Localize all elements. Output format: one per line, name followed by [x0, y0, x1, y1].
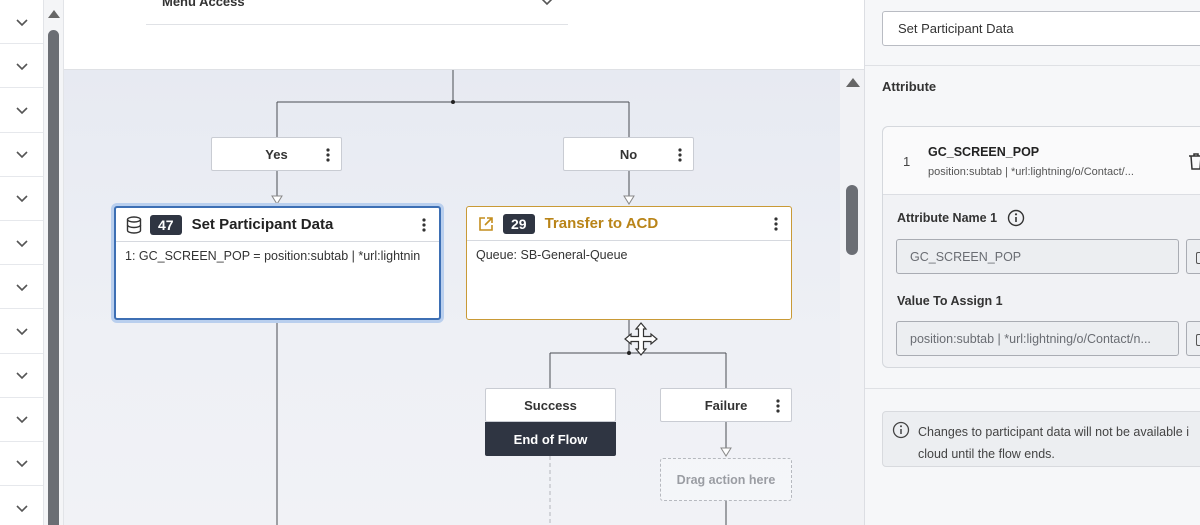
- chevron-down-icon: [15, 328, 28, 336]
- action-title: Set Participant Data: [191, 216, 334, 233]
- scrollbar-thumb[interactable]: [48, 30, 59, 525]
- expression-toggle-button[interactable]: [1186, 321, 1200, 356]
- chevron-down-icon: [15, 372, 28, 380]
- more-options-icon[interactable]: [773, 216, 779, 232]
- drag-action-placeholder[interactable]: Drag action here: [660, 458, 792, 501]
- value-to-assign-input[interactable]: position:subtab | *url:lightning/o/Conta…: [896, 321, 1179, 356]
- left-collapse-column: [0, 0, 44, 525]
- attribute-name-input-value: GC_SCREEN_POP: [910, 249, 1022, 264]
- collapse-row[interactable]: [0, 309, 43, 354]
- info-notice: Changes to participant data will not be …: [882, 411, 1200, 467]
- scroll-up-arrow-icon[interactable]: [48, 10, 60, 18]
- collapse-row[interactable]: [0, 442, 43, 487]
- attribute-summary-row[interactable]: 1 GC_SCREEN_POP position:subtab | *url:l…: [883, 127, 1200, 195]
- attribute-name-input[interactable]: GC_SCREEN_POP: [896, 239, 1179, 274]
- menu-access-label: Menu Access: [162, 0, 245, 9]
- scroll-up-arrow-icon[interactable]: [846, 78, 860, 87]
- attribute-card: 1 GC_SCREEN_POP position:subtab | *url:l…: [882, 126, 1200, 368]
- external-link-icon: [479, 216, 493, 231]
- notice-text: Changes to participant data will not be …: [918, 421, 1200, 465]
- collapse-row[interactable]: [0, 0, 43, 45]
- no-branch-label: No: [619, 146, 638, 162]
- expression-toggle-button[interactable]: [1186, 239, 1200, 274]
- attribute-summary: position:subtab | *url:lightning/o/Conta…: [928, 166, 1134, 178]
- value-to-assign-label: Value To Assign 1: [897, 294, 1003, 308]
- action-title: Transfer to ACD: [544, 215, 659, 232]
- canvas-scrollbar[interactable]: [840, 70, 864, 525]
- failure-path-box[interactable]: Failure: [660, 388, 792, 422]
- collapse-row[interactable]: [0, 133, 43, 177]
- action-name-value: Set Participant Data: [898, 21, 1014, 36]
- yes-branch-label: Yes: [265, 146, 288, 162]
- success-label: Success: [524, 397, 577, 413]
- flow-connectors: [271, 70, 732, 525]
- properties-panel: Set Participant Data Attribute 1 GC_SCRE…: [864, 0, 1200, 525]
- info-icon: [892, 421, 910, 439]
- collapse-row[interactable]: [0, 221, 43, 266]
- chevron-down-icon: [15, 505, 28, 512]
- attribute-name: GC_SCREEN_POP: [928, 145, 1040, 159]
- chevron-down-icon: [15, 416, 28, 424]
- chevron-down-icon: [15, 284, 28, 291]
- action-number-badge: 47: [150, 214, 182, 235]
- chevron-down-icon: [15, 19, 28, 26]
- collapse-row[interactable]: [0, 44, 43, 89]
- action-name-input[interactable]: Set Participant Data: [882, 11, 1200, 46]
- yes-branch-box[interactable]: Yes: [211, 137, 342, 171]
- chevron-down-icon: [15, 195, 28, 203]
- action-number-badge: 29: [503, 213, 535, 234]
- chevron-down-icon[interactable]: [540, 0, 554, 8]
- collapse-row[interactable]: [0, 265, 43, 310]
- card-header: 47 Set Participant Data: [116, 208, 439, 242]
- attribute-section-label: Attribute: [882, 79, 937, 94]
- info-icon[interactable]: [1007, 209, 1025, 227]
- end-of-flow-label: End of Flow: [513, 431, 588, 447]
- more-options-icon[interactable]: [677, 147, 683, 163]
- collapse-row[interactable]: [0, 486, 43, 525]
- chevron-down-icon: [15, 63, 28, 70]
- drag-action-label: Drag action here: [676, 472, 776, 487]
- toolbox-strip: Menu Access: [64, 0, 864, 70]
- no-branch-box[interactable]: No: [563, 137, 694, 171]
- card-header: 29 Transfer to ACD: [467, 207, 791, 241]
- database-icon: [126, 215, 142, 234]
- menu-access-section[interactable]: Menu Access: [146, 0, 568, 25]
- action-summary: 1: GC_SCREEN_POP = position:subtab | *ur…: [125, 249, 421, 263]
- transfer-to-acd-card[interactable]: 29 Transfer to ACD Queue: SB-General-Que…: [466, 206, 792, 320]
- move-cursor-icon: [624, 322, 658, 356]
- success-path-box[interactable]: Success: [485, 388, 616, 422]
- attribute-index: 1: [903, 154, 911, 169]
- chevron-down-icon: [15, 107, 28, 115]
- trash-icon[interactable]: [1188, 152, 1200, 170]
- attribute-name-label: Attribute Name 1: [897, 211, 998, 225]
- end-of-flow-block[interactable]: End of Flow: [485, 422, 616, 456]
- divider: [865, 388, 1200, 389]
- collapse-row[interactable]: [0, 88, 43, 133]
- left-scrollbar[interactable]: [44, 0, 64, 525]
- chevron-down-icon: [15, 239, 28, 247]
- failure-label: Failure: [704, 397, 748, 413]
- set-participant-data-card[interactable]: 47 Set Participant Data 1: GC_SCREEN_POP…: [114, 206, 441, 320]
- chevron-down-icon: [15, 151, 28, 159]
- more-options-icon[interactable]: [775, 398, 781, 414]
- value-to-assign-input-value: position:subtab | *url:lightning/o/Conta…: [910, 331, 1151, 346]
- notice-line-1: Changes to participant data will not be …: [918, 425, 1190, 439]
- action-summary: Queue: SB-General-Queue: [476, 248, 628, 262]
- collapse-row[interactable]: [0, 177, 43, 221]
- collapse-row[interactable]: [0, 354, 43, 398]
- notice-line-2: cloud until the flow ends.: [918, 447, 1055, 461]
- divider: [865, 65, 1200, 66]
- flow-canvas[interactable]: Yes No 47 Set Participant Data 1: GC_SCR…: [64, 70, 864, 525]
- more-options-icon[interactable]: [325, 147, 331, 163]
- chevron-down-icon: [15, 460, 28, 468]
- collapse-row[interactable]: [0, 398, 43, 442]
- more-options-icon[interactable]: [421, 217, 427, 233]
- scrollbar-thumb[interactable]: [846, 185, 858, 255]
